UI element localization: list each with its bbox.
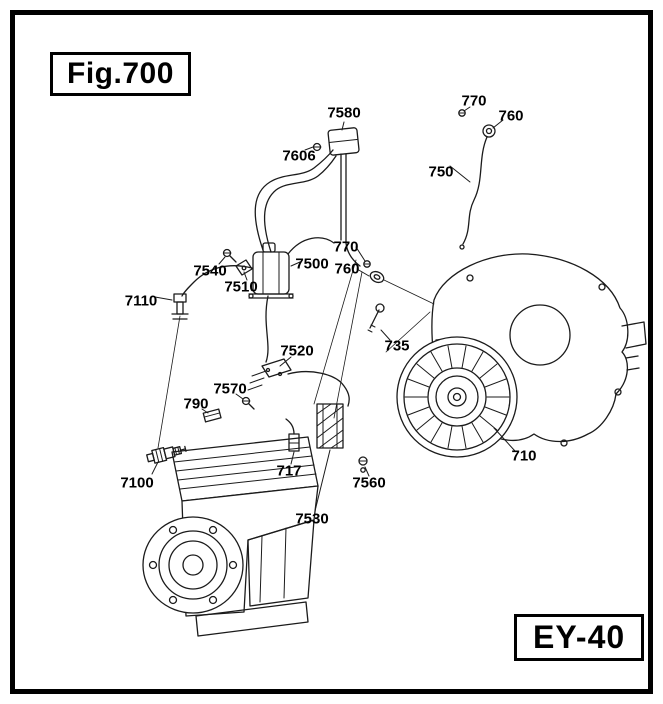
part-label-735: 735	[384, 337, 410, 355]
magneto-coil-drawing	[316, 403, 344, 449]
engine-block-drawing	[142, 436, 319, 637]
figure-number-box: Fig.700	[50, 52, 191, 96]
page-border	[10, 10, 653, 694]
part-label-7110: 7110	[124, 292, 158, 310]
part-label-710: 710	[511, 447, 537, 465]
part-label-770-mid: 770	[333, 238, 359, 256]
leader-lines	[151, 106, 516, 512]
part-label-760-top: 760	[498, 107, 524, 125]
grommet-drawing	[363, 260, 385, 284]
part-label-7530: 7530	[295, 510, 329, 528]
part-label-7540: 7540	[193, 262, 227, 280]
spark-plug-drawing	[146, 445, 187, 464]
part-label-7520: 7520	[280, 342, 314, 360]
ignition-coil-drawing	[248, 242, 294, 299]
part-label-717: 717	[276, 462, 302, 480]
housing-bolt-drawing	[367, 303, 385, 333]
condenser-drawing	[285, 418, 300, 452]
part-label-760-mid: 760	[334, 260, 360, 278]
points-screw-drawing	[241, 396, 255, 410]
part-label-7100: 7100	[120, 474, 154, 492]
plug-wire-elbow-drawing	[171, 265, 253, 320]
coil-mount-screw-drawing	[358, 456, 368, 473]
model-number-box: EY-40	[514, 614, 645, 661]
figure-number: Fig.700	[67, 57, 174, 90]
wiring-drawing	[254, 149, 361, 363]
coil-screw-drawing	[222, 248, 237, 263]
part-label-7570: 7570	[213, 380, 247, 398]
model-number: EY-40	[533, 619, 626, 655]
part-label-770-top: 770	[461, 92, 487, 110]
part-label-7560: 7560	[352, 474, 386, 492]
part-label-7500: 7500	[295, 255, 329, 273]
lead-wire-drawing	[458, 109, 496, 250]
flywheel-drawing	[396, 336, 518, 458]
part-label-7580: 7580	[327, 104, 361, 122]
clamp-drawing	[202, 408, 222, 423]
part-label-7510: 7510	[224, 278, 258, 296]
breaker-points-drawing	[247, 358, 350, 407]
part-label-7606: 7606	[282, 147, 316, 165]
part-label-790: 790	[183, 395, 209, 413]
assembly-lines	[157, 259, 435, 449]
part-label-750: 750	[428, 163, 454, 181]
